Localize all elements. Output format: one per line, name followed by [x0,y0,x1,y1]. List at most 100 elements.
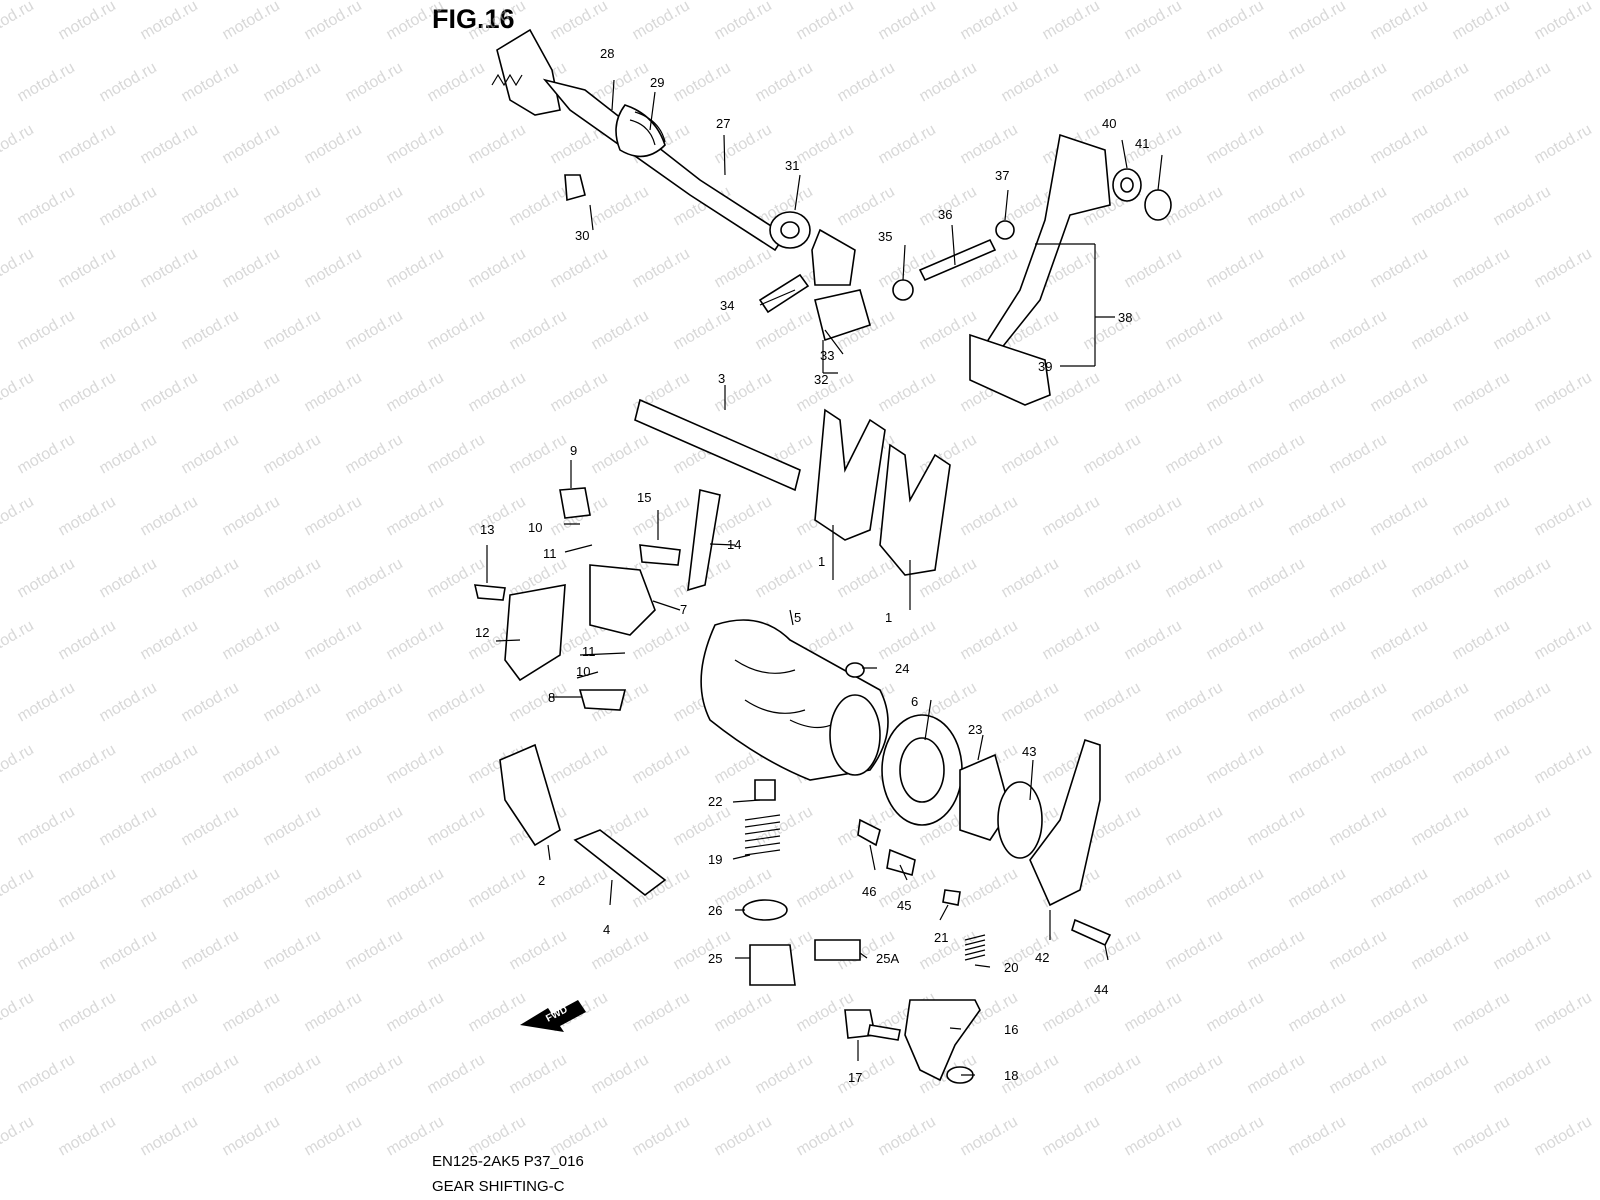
watermark-text: motod.ru [958,1113,1021,1159]
watermark-text: motod.ru [1245,927,1308,973]
watermark-text: motod.ru [97,555,160,601]
watermark-text: motod.ru [1122,0,1185,43]
watermark-text: motod.ru [507,307,570,353]
watermark-text: motod.ru [1368,617,1431,663]
watermark-text: motod.ru [302,245,365,291]
watermark-text: motod.ru [1122,741,1185,787]
watermark-text: motod.ru [1368,0,1431,43]
watermark-text: motod.ru [1163,1051,1226,1097]
watermark-text: motod.ru [507,679,570,725]
watermark-text: motod.ru [835,183,898,229]
watermark-text: motod.ru [138,989,201,1035]
watermark-text: motod.ru [589,307,652,353]
part-callout: 20 [1004,960,1018,975]
watermark-text: motod.ru [179,59,242,105]
watermark-text: motod.ru [1327,555,1390,601]
watermark-text: motod.ru [261,431,324,477]
part-callout: 12 [475,625,489,640]
part-callout: 15 [637,490,651,505]
watermark-text: motod.ru [1286,1113,1349,1159]
watermark-text: motod.ru [425,183,488,229]
watermark-text: motod.ru [548,245,611,291]
watermark-text: motod.ru [1204,741,1267,787]
watermark-text: motod.ru [1409,59,1472,105]
watermark-text: motod.ru [630,0,693,43]
watermark-text: motod.ru [261,1051,324,1097]
watermark-text: motod.ru [507,927,570,973]
watermark-text: motod.ru [56,617,119,663]
watermark-text: motod.ru [466,493,529,539]
part-callout: 13 [480,522,494,537]
watermark-text: motod.ru [1450,1113,1513,1159]
part-callout: 33 [820,348,834,363]
watermark-text: motod.ru [138,741,201,787]
watermark-text: motod.ru [589,1051,652,1097]
watermark-text: motod.ru [220,617,283,663]
part-callout: 17 [848,1070,862,1085]
part-callout: 10 [576,664,590,679]
watermark-text: motod.ru [15,555,78,601]
watermark-text: motod.ru [220,121,283,167]
part-callout: 31 [785,158,799,173]
watermark-text: motod.ru [1327,183,1390,229]
part-callout: 10 [528,520,542,535]
watermark-text: motod.ru [425,431,488,477]
watermark-text: motod.ru [1368,741,1431,787]
watermark-text: motod.ru [1450,865,1513,911]
part-callout: 41 [1135,136,1149,151]
watermark-text: motod.ru [1491,927,1554,973]
watermark-text: motod.ru [1450,369,1513,415]
watermark-text: motod.ru [302,0,365,43]
part-callout: 26 [708,903,722,918]
watermark-text: motod.ru [794,865,857,911]
watermark-text: motod.ru [302,369,365,415]
watermark-text: motod.ru [15,927,78,973]
watermark-text: motod.ru [1368,493,1431,539]
watermark-text: motod.ru [0,0,37,43]
watermark-text: motod.ru [179,927,242,973]
part-callout: 19 [708,852,722,867]
watermark-text: motod.ru [0,369,37,415]
watermark-text: motod.ru [1245,307,1308,353]
watermark-text: motod.ru [179,679,242,725]
watermark-text: motod.ru [384,369,447,415]
watermark-text: motod.ru [97,307,160,353]
watermark-text: motod.ru [712,989,775,1035]
watermark-text: motod.ru [97,431,160,477]
watermark-text: motod.ru [138,1113,201,1159]
watermark-text: motod.ru [1245,679,1308,725]
part-callout: 25 [708,951,722,966]
watermark-text: motod.ru [179,555,242,601]
shift-shaft-assembly [491,28,1172,406]
part-callout: 44 [1094,982,1108,997]
watermark-text: motod.ru [1122,617,1185,663]
watermark-text: motod.ru [1532,369,1595,415]
watermark-text: motod.ru [1122,493,1185,539]
watermark-text: motod.ru [1409,679,1472,725]
part-callout: 46 [862,884,876,899]
watermark-text: motod.ru [1204,0,1267,43]
watermark-text: motod.ru [220,989,283,1035]
part-callout: 18 [1004,1068,1018,1083]
part-callout: 11 [543,546,557,561]
watermark-text: motod.ru [1532,121,1595,167]
watermark-text: motod.ru [1286,741,1349,787]
watermark-text: motod.ru [1204,989,1267,1035]
watermark-text: motod.ru [0,989,37,1035]
watermark-text: motod.ru [1122,865,1185,911]
watermark-text: motod.ru [220,865,283,911]
watermark-text: motod.ru [1327,1051,1390,1097]
watermark-text: motod.ru [1286,617,1349,663]
watermark-text: motod.ru [671,803,734,849]
part-callout: 3 [718,371,725,386]
watermark-text: motod.ru [384,121,447,167]
watermark-text: motod.ru [384,617,447,663]
part-callout: 1 [818,554,825,569]
watermark-text: motod.ru [302,865,365,911]
watermark-text: motod.ru [261,679,324,725]
watermark-text: motod.ru [548,741,611,787]
part-callout: 4 [603,922,610,937]
watermark-text: motod.ru [712,1113,775,1159]
watermark-text: motod.ru [548,865,611,911]
